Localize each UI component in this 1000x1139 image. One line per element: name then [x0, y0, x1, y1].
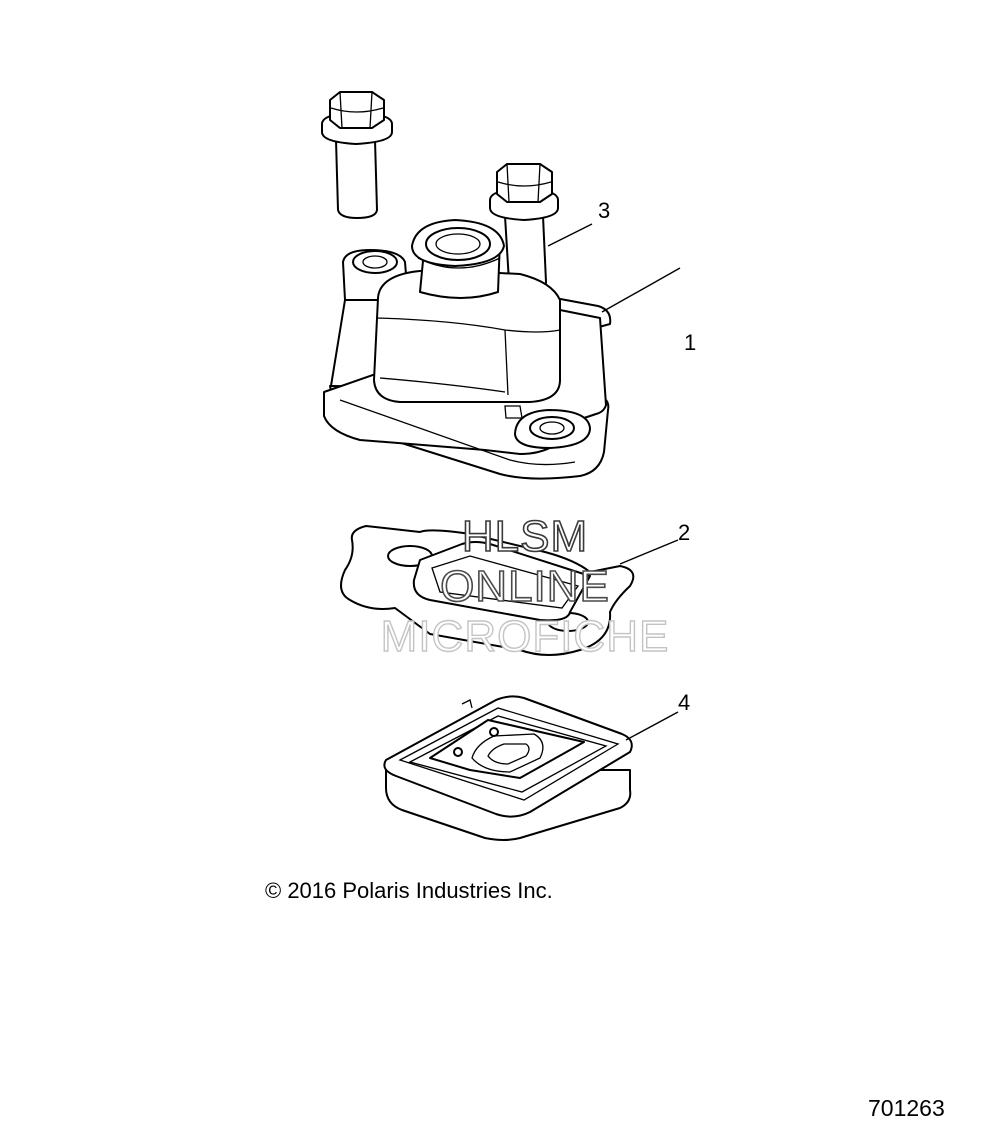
- leader-line-3: [547, 223, 593, 247]
- watermark-line-2: ONLINE: [439, 561, 610, 612]
- bolt-left: [321, 91, 393, 219]
- leader-line-2: [619, 539, 679, 565]
- callout-4: 4: [678, 690, 690, 715]
- copyright-notice: © 2016 Polaris Industries Inc.: [265, 878, 553, 903]
- callout-1: 1: [684, 330, 696, 355]
- figure-number: 701263: [868, 1095, 945, 1121]
- gasket: [340, 525, 635, 656]
- reed-cover-housing: [323, 219, 612, 480]
- reed-valve: [383, 695, 633, 841]
- callout-3: 3: [598, 198, 610, 223]
- watermark-line-3: MICROFICHE: [380, 611, 670, 661]
- callout-2: 2: [678, 520, 690, 545]
- bolt-right: [489, 163, 559, 291]
- leader-line-4: [625, 711, 679, 741]
- watermark-line-1: HLSM: [461, 511, 589, 562]
- leader-line-1: [601, 267, 681, 313]
